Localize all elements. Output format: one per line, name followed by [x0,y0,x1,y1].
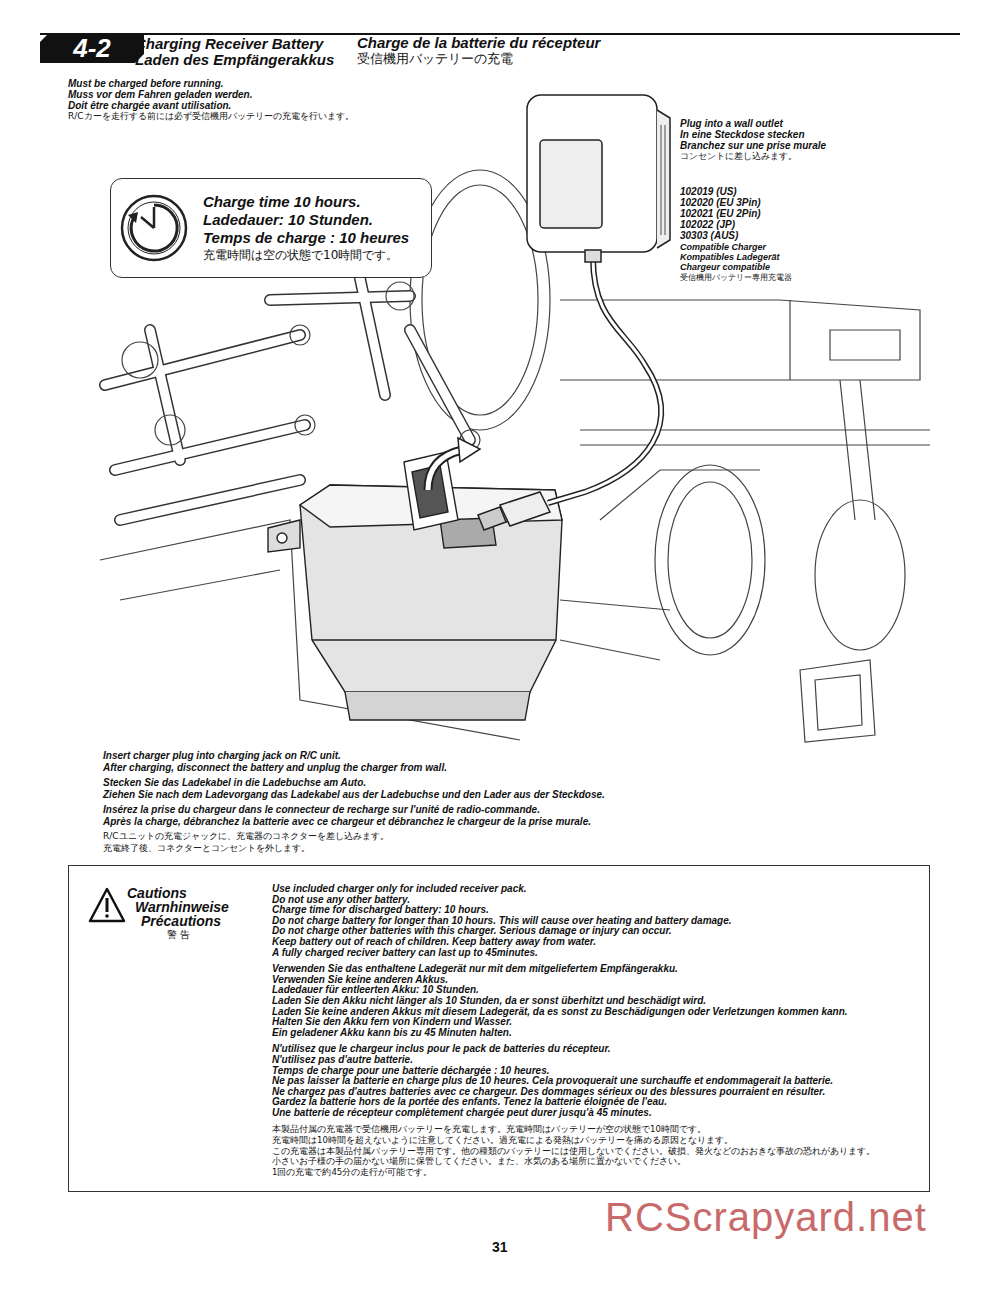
charge-time-text: 充電時間は空の状態で10時間です。 [203,247,409,264]
section-number: 4-2 [40,33,144,63]
caution-text: Charge time for discharged battery: 10 h… [272,905,875,916]
caution-text: 充電時間は10時間を超えないように注意してください。過充電による発熱はバッテリー… [272,1135,875,1146]
part-name: 受信機用バッテリー専用充電器 [680,274,792,282]
part-name: Compatible Charger [680,243,766,252]
caution-text: N'utilisez que le chargeur inclus pour l… [272,1044,875,1055]
instruction: Branchez sur une prise murale [680,141,826,152]
instruction: After charging, disconnect the battery a… [103,763,447,774]
caution-heading: Précautions [127,914,229,928]
instruction: 充電終了後、コネクターとコンセントを外します。 [103,844,310,853]
instruction: Après la charge, débranchez la batterie … [103,817,591,828]
caution-heading: Warnhinweise [127,900,229,914]
note: Must be charged before running. [68,79,224,90]
instruction: In eine Steckdose stecken [680,130,805,141]
part-number: 102021 (EU 2Pin) [680,209,761,220]
section-number-box: 4-2 [40,33,144,63]
part-name: Kompatibles Ladegerät [680,253,780,262]
caution-text: Use included charger only for included r… [272,884,875,895]
instruction: Stecken Sie das Ladekabel in die Ladebuc… [103,778,366,789]
caution-text: Ladedauer für entleerten Akku: 10 Stunde… [272,985,875,996]
caution-text: Halten Sie den Akku fern von Kindern und… [272,1017,875,1028]
watermark: RCScrapyard.net [605,1196,927,1238]
warning-triangle [87,886,127,926]
instruction: Insert charger plug into charging jack o… [103,751,341,762]
caution-text: 小さいお子様の手の届かない場所に保管してください。また、水気のある場所に置かない… [272,1156,875,1167]
caution-text: Verwenden Sie das enthaltene Ladegerät n… [272,964,875,975]
note: R/Cカーを走行する前には必ず受信機用バッテリーの充電を行います。 [68,112,354,121]
caution-text: Laden Sie den Akku nicht länger als 10 S… [272,996,875,1007]
cautions-box: CautionsWarnhinweisePrécautions警 告 Use in… [68,865,930,1192]
charge-time-box: Charge time 10 hours.Ladedauer: 10 Stund… [110,178,432,278]
part-number: 102022 (JP) [680,220,735,231]
section-title: Laden des Empfängerakkus [135,52,334,68]
clock-icon [119,193,189,263]
caution-text: 1回の充電で約45分の走行が可能です。 [272,1167,875,1178]
charge-time-text: Ladedauer: 10 Stunden. [203,211,409,229]
caution-text: Do not charge other batteries with this … [272,926,875,937]
part-number: 102019 (US) [680,187,737,198]
chassis-drawing [100,170,930,742]
charge-time-text: Temps de charge : 10 heures [203,229,409,247]
charge-time-text: Charge time 10 hours. [203,193,409,211]
part-name: Chargeur compatible [680,263,770,272]
caution-text: Ne chargez pas d'autres batteries avec c… [272,1087,875,1098]
battery-box [268,452,562,720]
instruction: コンセントに差し込みます。 [680,152,797,161]
caution-text: N'utilisez pas d'autre batterie. [272,1055,875,1066]
instruction: Insérez la prise du chargeur dans le con… [103,805,540,816]
caution-text: Keep battery out of reach of children. K… [272,937,875,948]
instruction: Plug into a wall outlet [680,119,783,130]
page-number: 31 [492,1240,508,1255]
caution-text: 本製品付属の充電器で受信機用バッテリーを充電します。充電時間はバッテリーが空の状… [272,1124,875,1135]
section-title: Charging Receiver Battery [135,35,323,52]
note: Muss vor dem Fahren geladen werden. [68,90,253,101]
caution-text: A fully charged reciver battery can last… [272,948,875,959]
caution-text: Ein geladener Akku kann bis zu 45 Minute… [272,1028,875,1039]
caution-text: Do not charge battery for longer than 10… [272,916,875,927]
caution-text: Ne pas laisser la batterie en charge plu… [272,1076,875,1087]
caution-text: この充電器は本製品付属バッテリー専用です。他の種類のバッテリーには使用しないでく… [272,1146,875,1157]
caution-text: Do not use any other battery. [272,895,875,906]
charger [478,95,670,530]
instruction: R/Cユニットの充電ジャックに、充電器のコネクターを差し込みます。 [103,832,389,841]
caution-text: Gardez la batterie hors de la portée des… [272,1097,875,1108]
section-title: Charge de la batterie du récepteur [357,35,600,51]
caution-heading: Cautions [127,886,229,900]
instruction: Ziehen Sie nach dem Ladevorgang das Lade… [103,790,605,801]
section-title: 受信機用バッテリーの充電 [357,52,513,66]
caution-text: Temps de charge pour une batterie déchar… [272,1066,875,1077]
caution-text: Verwenden Sie keine anderen Akkus. [272,975,875,986]
caution-text: Une batterie de récepteur complètement c… [272,1108,875,1119]
part-number: 102020 (EU 3Pin) [680,198,761,209]
caution-text: Laden Sie keine anderen Akkus mit diesem… [272,1007,875,1018]
caution-heading: 警 告 [127,928,229,942]
direction-arrow [428,438,480,490]
part-number: 30303 (AUS) [680,231,738,242]
note: Doit être chargée avant utilisation. [68,101,231,112]
